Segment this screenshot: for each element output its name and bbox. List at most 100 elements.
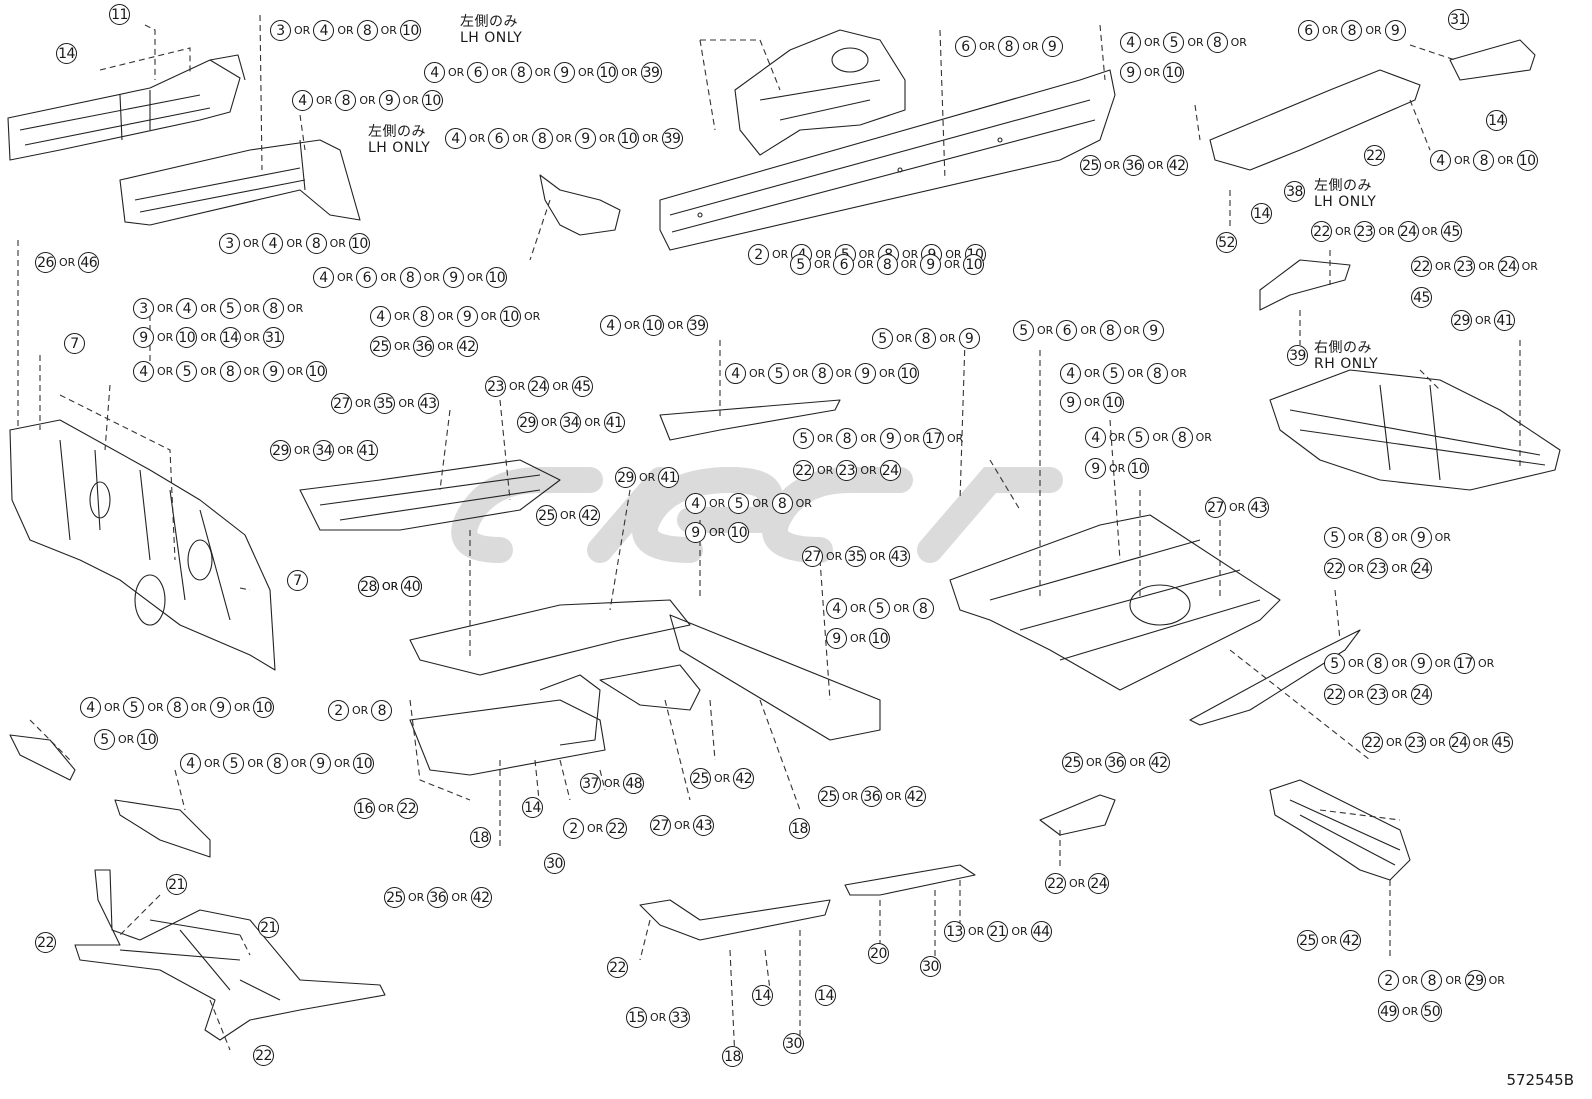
part-number: 14	[1486, 110, 1507, 131]
part-number: 41	[356, 440, 378, 461]
lh-only-en: LH ONLY	[1314, 194, 1377, 210]
part-number: 37	[580, 773, 601, 794]
part-number: 39	[640, 62, 662, 83]
or-separator: OR	[555, 132, 572, 145]
floor-crossmember-part	[409, 674, 606, 776]
part-number: 22	[1045, 873, 1066, 894]
or-separator: OR	[1086, 756, 1103, 769]
part-number: 45	[571, 376, 593, 397]
or-separator: OR	[402, 94, 419, 107]
or-separator: OR	[333, 757, 351, 770]
or-separator: OR	[1335, 225, 1352, 238]
part-number: 9	[1085, 458, 1106, 479]
part-number: 8	[912, 598, 934, 619]
part-number: 3	[133, 298, 154, 319]
or-separator: OR	[1170, 367, 1187, 380]
part-number: 13	[944, 921, 965, 942]
part-number: 9	[309, 753, 331, 774]
or-separator: OR	[860, 464, 877, 477]
or-separator: OR	[1348, 562, 1365, 575]
lh-only-en: LH ONLY	[460, 30, 523, 46]
or-separator: OR	[157, 302, 174, 315]
part-callout: 14	[522, 797, 543, 818]
or-separator: OR	[552, 380, 569, 393]
or-separator: OR	[157, 331, 174, 344]
or-separator: OR	[587, 822, 604, 835]
part-number: 8	[876, 254, 898, 275]
or-separator: OR	[709, 526, 726, 539]
or-separator: OR	[815, 248, 832, 261]
or-separator: OR	[1129, 756, 1146, 769]
part-callout: 14	[56, 43, 77, 64]
part-number: 5	[1013, 320, 1034, 341]
part-number: 10	[253, 697, 275, 718]
or-separator: OR	[243, 302, 260, 315]
or-separator: OR	[437, 340, 454, 353]
or-separator: OR	[534, 66, 551, 79]
or-separator: OR	[560, 509, 577, 522]
part-callout: 18	[470, 827, 491, 848]
or-separator: OR	[329, 237, 346, 250]
part-callout: 14	[1251, 203, 1272, 224]
part-number: 6	[488, 128, 510, 149]
or-separator: OR	[1434, 531, 1451, 544]
part-number: 3	[219, 233, 240, 254]
or-separator: OR	[1472, 736, 1489, 749]
or-separator: OR	[1195, 431, 1212, 444]
part-number: 4	[262, 233, 284, 254]
or-separator: OR	[1445, 974, 1462, 987]
part-number: 10	[348, 233, 370, 254]
part-number: 8	[1421, 970, 1443, 991]
or-separator: OR	[1386, 736, 1403, 749]
part-number: 29	[1451, 310, 1472, 331]
or-separator: OR	[667, 319, 684, 332]
part-number: 2	[563, 818, 584, 839]
or-separator: OR	[621, 66, 638, 79]
rear-bracket-part	[1259, 259, 1351, 311]
or-separator: OR	[337, 271, 354, 284]
part-number: 7	[287, 570, 308, 591]
or-separator: OR	[1378, 225, 1395, 238]
part-number: 9	[442, 267, 464, 288]
part-number: 8	[399, 267, 421, 288]
part-number: 4	[176, 298, 198, 319]
or-separator: OR	[1488, 974, 1505, 987]
part-number: 34	[313, 440, 335, 461]
part-number: 4	[1430, 150, 1451, 171]
part-number: 8	[531, 128, 553, 149]
part-number: 25	[536, 505, 557, 526]
part-number: 23	[1454, 256, 1476, 277]
part-number: 8	[266, 753, 288, 774]
rear-side-member-extension-part	[1209, 39, 1536, 171]
or-separator: OR	[200, 331, 217, 344]
or-separator: OR	[869, 550, 886, 563]
part-number: 9	[1120, 62, 1141, 83]
or-separator: OR	[604, 777, 621, 790]
part-number: 10	[1128, 458, 1150, 479]
or-separator: OR	[286, 365, 304, 378]
or-separator: OR	[772, 248, 789, 261]
or-separator: OR	[1421, 225, 1438, 238]
part-number: 22	[253, 1045, 274, 1066]
part-number: 8	[811, 363, 833, 384]
part-number: 4	[80, 697, 101, 718]
part-callout: 18	[722, 1046, 743, 1067]
part-number: 23	[485, 376, 506, 397]
or-separator: OR	[1147, 159, 1164, 172]
floor-rail-part	[659, 399, 841, 441]
part-number: 8	[1367, 653, 1389, 674]
part-number: 26	[35, 252, 56, 273]
